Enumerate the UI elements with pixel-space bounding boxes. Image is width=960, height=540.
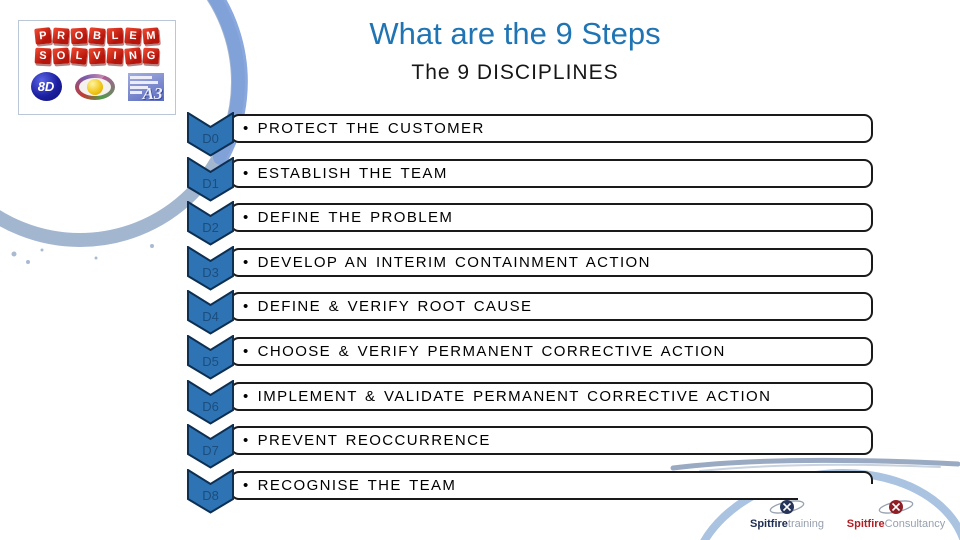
spitfire-training-logo: Spitfiretraining [737,496,837,530]
bullet-dot: • [243,343,250,360]
method-badges: 8D A3 [30,72,164,103]
step-box: • ESTABLISH THE TEAM [230,158,873,188]
discipline-row: D1 • ESTABLISH THE TEAM [187,156,877,205]
discipline-row: D4 • DEFINE & VERIFY ROOT CAUSE [187,290,877,338]
step-id: D0 [202,131,219,146]
step-box: • CHOOSE & VERIFY PERMANENT CORRECTIVE A… [230,337,873,366]
step-id: D3 [202,265,219,280]
step-box: • RECOGNISE THE TEAM [230,470,873,500]
discipline-row: D2 • DEFINE THE PROBLEM [187,201,877,249]
discipline-row: D0 • PROTECT THE CUSTOMER [187,112,877,160]
bullet-dot: • [243,164,250,182]
discipline-row: D8 • RECOGNISE THE TEAM [187,468,877,517]
step-label: DEFINE & VERIFY ROOT CAUSE [257,298,533,316]
bullet-dot: • [243,432,250,450]
bullet-dot: • [243,476,250,494]
bullet-dot: • [243,253,250,271]
step-label: PROTECT THE CUSTOMER [257,120,485,137]
spitfire-roundel-icon [769,500,805,514]
step-id: D4 [202,309,219,324]
step-label: IMPLEMENT & VALIDATE PERMANENT CORRECTIV… [257,387,772,405]
step-label: RECOGNISE THE TEAM [257,476,457,494]
step-id: D7 [202,443,219,458]
8d-badge-icon: 8D [30,72,62,101]
step-label: DEFINE THE PROBLEM [257,209,454,227]
step-chevron: D6 [187,379,234,425]
spitfire-consultancy-logo: SpitfireConsultancy [841,496,951,530]
cycle-diagram-icon [74,73,115,100]
step-label: DEVELOP AN INTERIM CONTAINMENT ACTION [257,253,651,271]
discipline-row: D3 • DEVELOP AN INTERIM CONTAINMENT ACTI… [187,245,877,294]
step-box: • DEVELOP AN INTERIM CONTAINMENT ACTION [230,247,873,277]
step-label: PREVENT REOCCURRENCE [257,432,491,450]
discipline-row: D6 • IMPLEMENT & VALIDATE PERMANENT CORR… [187,379,877,428]
page-title: What are the 9 Steps [369,16,661,51]
bullet-dot: • [243,209,250,227]
step-label: ESTABLISH THE TEAM [257,164,448,182]
discipline-row: D7 • PREVENT REOCCURRENCE [187,424,877,472]
discipline-row: D5 • CHOOSE & VERIFY PERMANENT CORRECTIV… [187,335,877,383]
step-chevron: D4 [187,290,234,336]
step-id: D5 [202,354,219,369]
step-chevron: D8 [187,468,234,514]
bullet-dot: • [243,387,250,405]
step-box: • DEFINE & VERIFY ROOT CAUSE [230,292,873,322]
a3-badge-icon: A3 [127,72,164,103]
step-box: • DEFINE THE PROBLEM [230,203,873,233]
step-box: • IMPLEMENT & VALIDATE PERMANENT CORRECT… [230,381,873,411]
step-chevron: D1 [187,156,234,202]
step-chevron: D3 [187,245,234,291]
step-chevron: D0 [187,112,234,157]
step-id: D1 [202,176,219,191]
step-id: D2 [202,220,219,235]
step-chevron: D2 [187,201,234,246]
bullet-dot: • [243,120,250,137]
step-label: CHOOSE & VERIFY PERMANENT CORRECTIVE ACT… [257,343,726,360]
page-subtitle: The 9 DISCIPLINES [411,61,619,84]
step-box: • PROTECT THE CUSTOMER [230,114,873,143]
step-id: D6 [202,399,219,414]
step-box: • PREVENT REOCCURRENCE [230,426,873,456]
spitfire-roundel-icon [878,500,914,514]
step-chevron: D5 [187,335,234,380]
step-chevron: D7 [187,424,234,469]
step-id: D8 [202,488,219,503]
bullet-dot: • [243,298,250,316]
